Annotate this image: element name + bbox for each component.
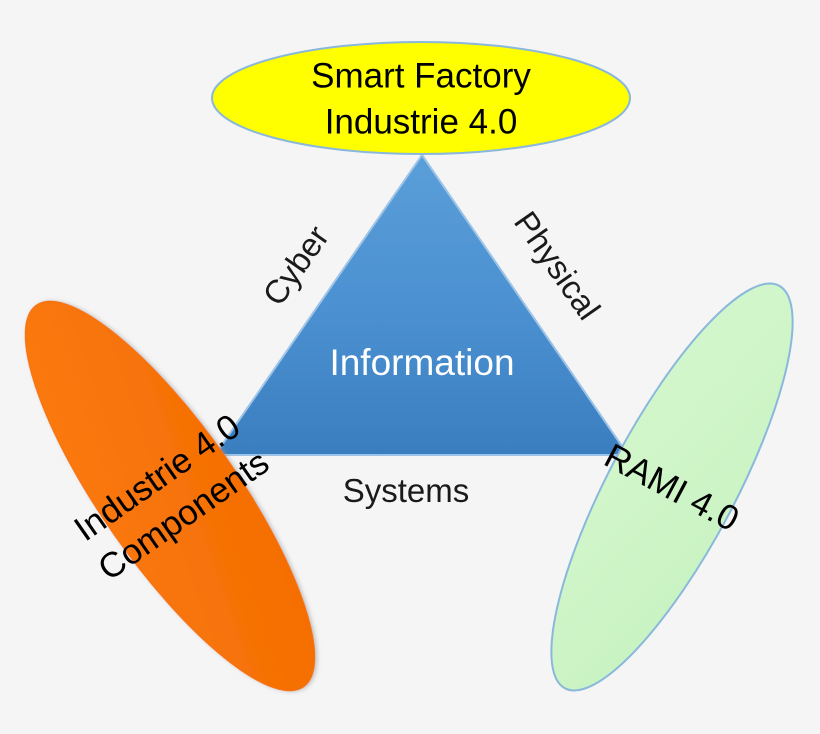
node-label-smart-factory-line1: Smart Factory — [311, 56, 531, 95]
ellipse-shape-rami[interactable] — [509, 256, 820, 718]
edge-label-systems: Systems — [343, 472, 470, 509]
node-label-smart-factory-line2: Industrie 4.0 — [325, 102, 518, 141]
node-smart-factory[interactable]: Smart Factory Industrie 4.0 — [211, 41, 631, 155]
node-rami[interactable]: RAMI 4.0 — [501, 251, 820, 722]
node-industrie-components[interactable]: Industrie 4.0 Components — [0, 248, 385, 734]
triangle-shape[interactable] — [213, 153, 630, 456]
triangle-node[interactable]: Information — [213, 153, 630, 456]
ellipse-shape-industrie-components[interactable] — [0, 266, 359, 726]
ellipse-shape-smart-factory[interactable] — [211, 41, 631, 155]
triangle-label-information: Information — [329, 342, 514, 383]
edge-label-systems-group: Systems — [343, 472, 470, 509]
